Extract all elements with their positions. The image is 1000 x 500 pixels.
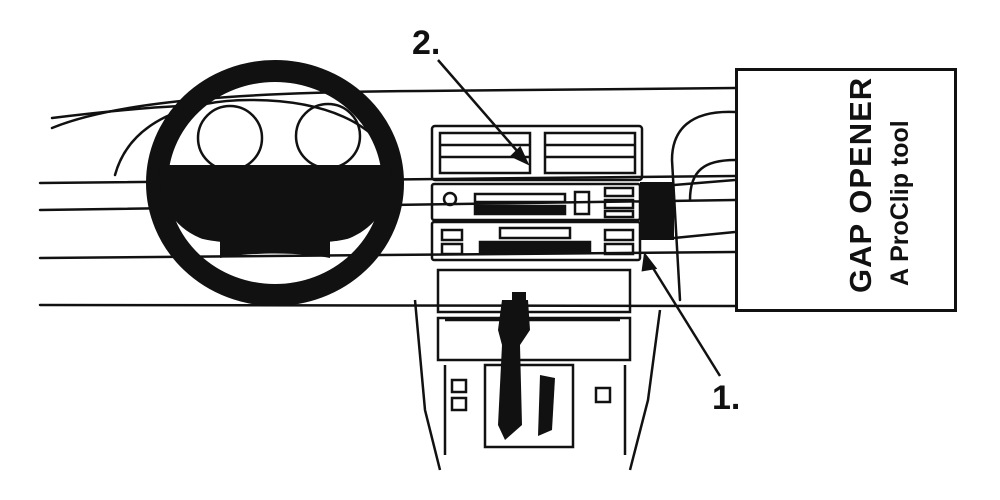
dash-line-4 xyxy=(38,303,737,308)
leader-line-1 xyxy=(646,259,722,377)
leader-line-2 xyxy=(437,59,526,161)
steering-wheel xyxy=(146,60,404,306)
lower-console xyxy=(413,268,662,471)
vent-frame xyxy=(430,124,644,182)
right-panel-contour-2 xyxy=(688,158,737,202)
switch-panel xyxy=(436,316,632,362)
steering-wheel-hub xyxy=(159,165,391,244)
gap-opener-box: GAP OPENER A ProClip tool xyxy=(735,68,957,312)
storage-tray xyxy=(436,268,632,314)
climate-unit xyxy=(430,220,642,262)
arrowhead-2 xyxy=(509,145,530,166)
gap-opener-title: GAP OPENER xyxy=(843,76,878,293)
console-right-side xyxy=(628,309,662,471)
center-stack xyxy=(430,182,642,262)
mounting-bracket xyxy=(640,178,736,240)
shift-gate xyxy=(483,363,575,449)
vent-left xyxy=(438,131,532,175)
gap-opener-subtitle: A ProClip tool xyxy=(886,120,914,286)
steering-wheel-spoke-bottom xyxy=(220,240,330,258)
callout-label-1: 1. xyxy=(712,379,741,417)
center-vents xyxy=(430,124,644,182)
arrowhead-1 xyxy=(641,251,658,272)
callout-label-2: 2. xyxy=(412,24,441,62)
steering-wheel-rim xyxy=(146,60,404,306)
mounting-bracket-block xyxy=(640,182,674,240)
console-left-side xyxy=(413,299,442,471)
gauge-left xyxy=(196,104,264,172)
gauge-right xyxy=(294,102,362,170)
dashboard-upper-edge xyxy=(50,104,182,120)
right-panel-contour xyxy=(670,110,737,302)
gear-lever xyxy=(498,292,555,440)
vent-right xyxy=(543,131,637,175)
